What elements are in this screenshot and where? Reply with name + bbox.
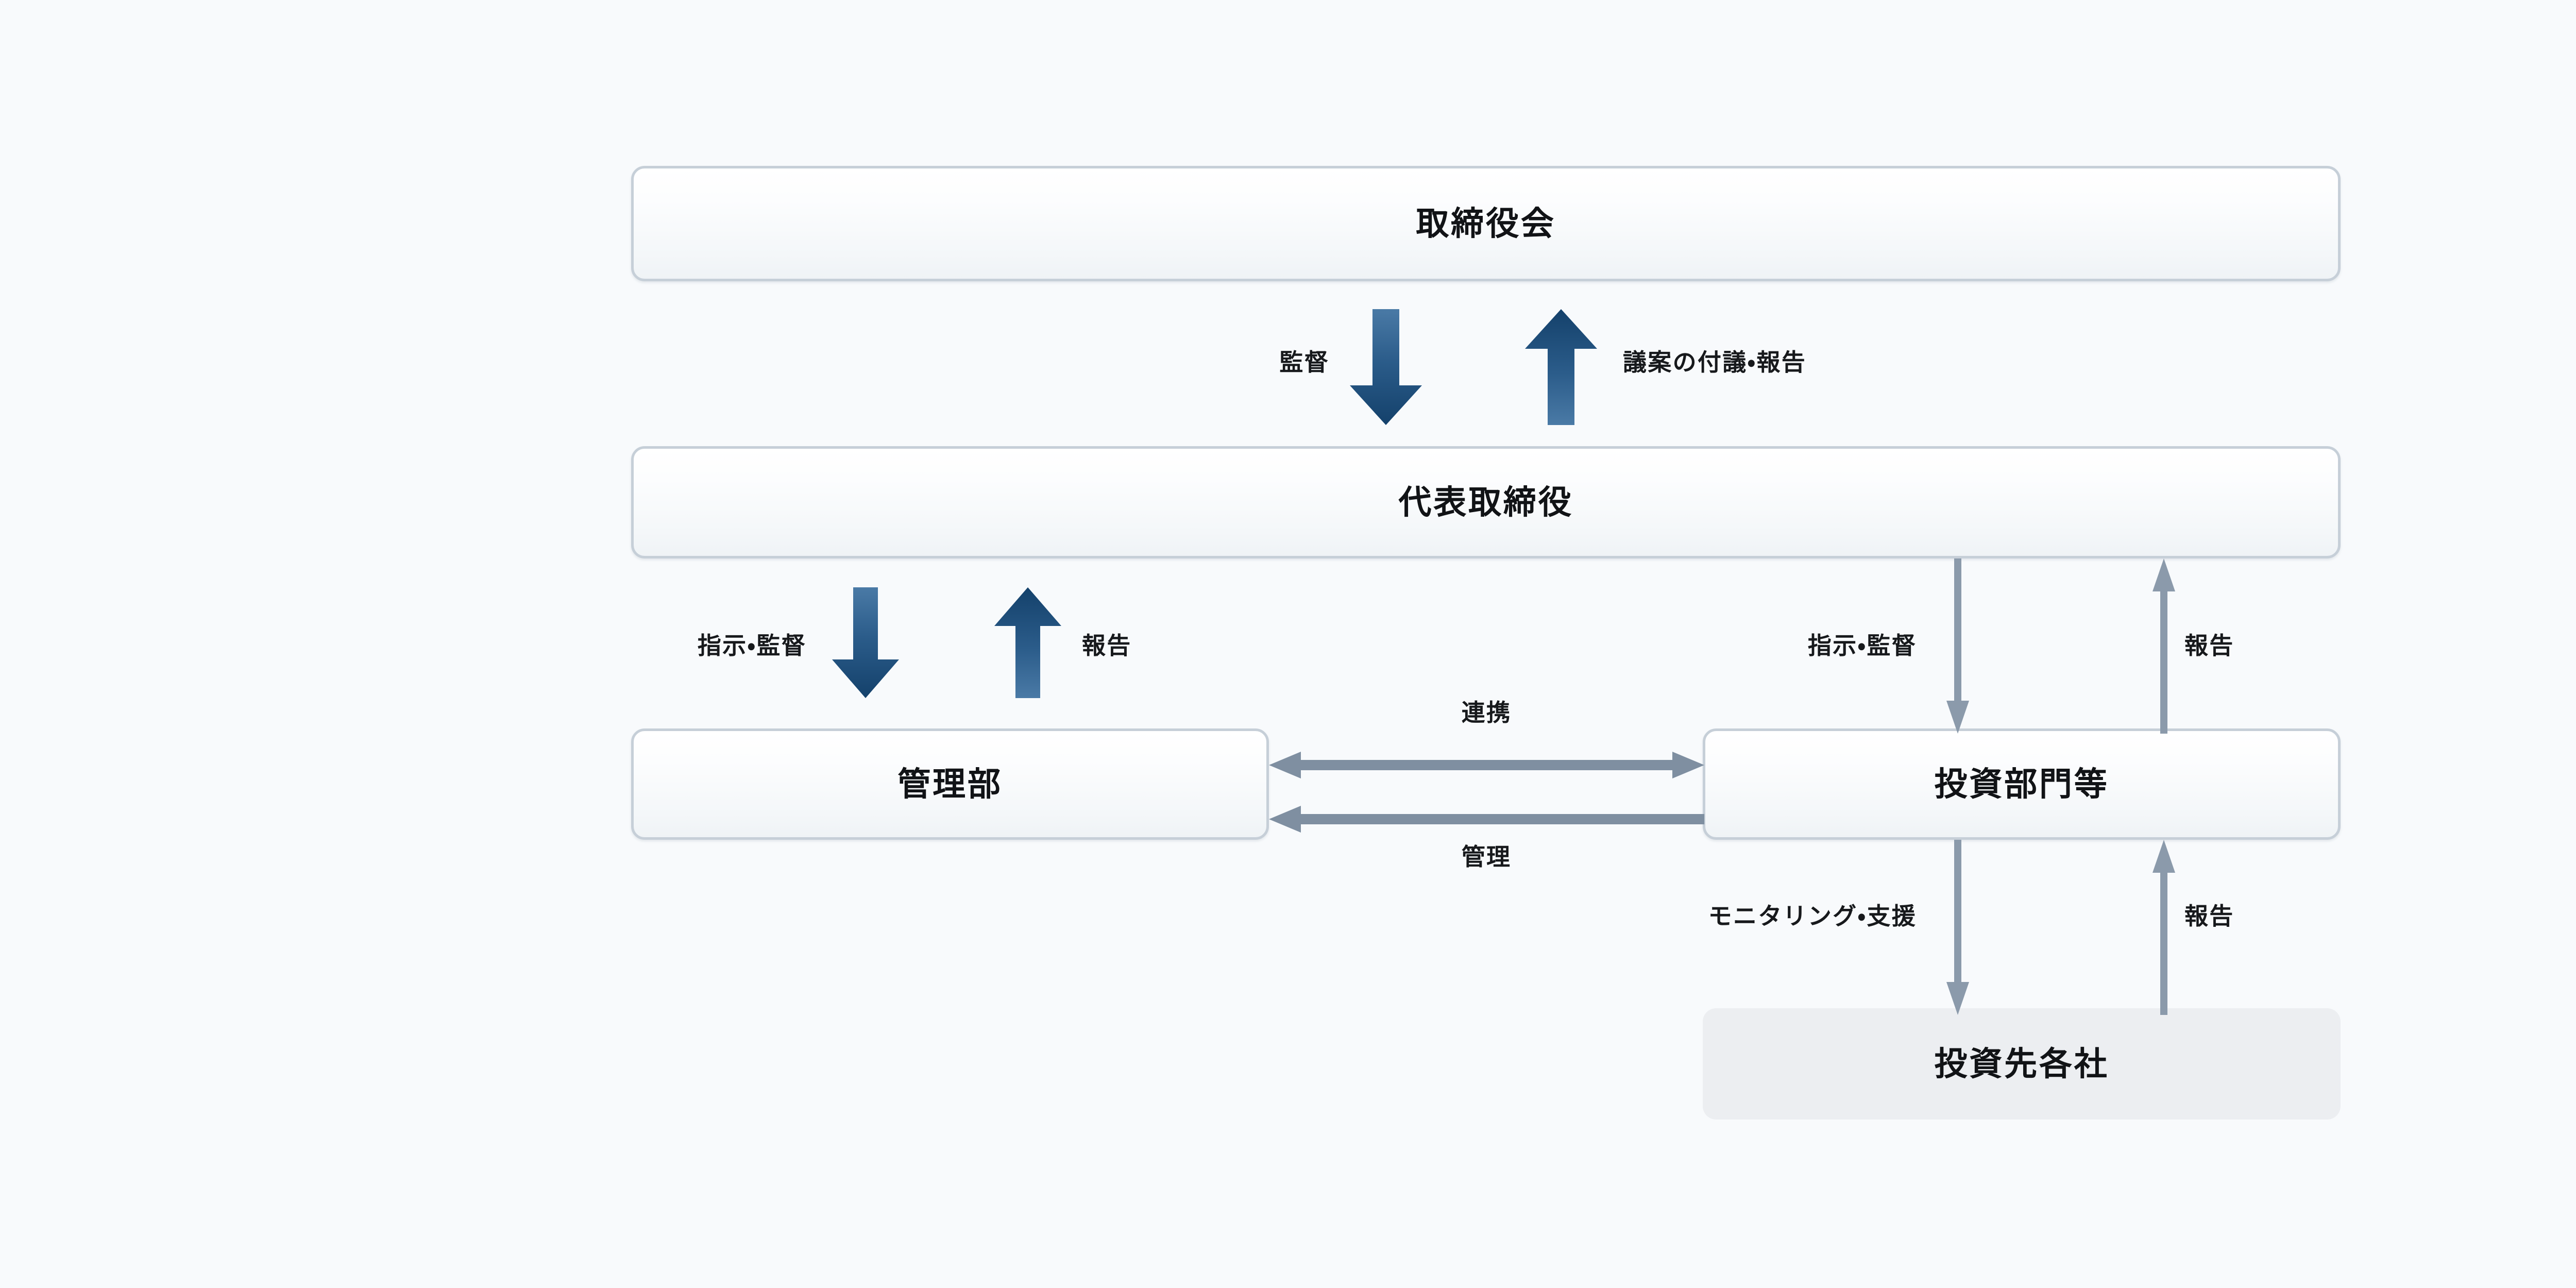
node-management-department: 管理部 — [631, 728, 1269, 840]
edge-label-agenda-report: 議案の付議・報告 — [1623, 349, 1807, 376]
arrow-left-investment-to-admin-icon — [1269, 806, 1704, 833]
arrow-down-investment-to-portfolio-icon — [1946, 840, 1969, 1015]
edge-label-coordination: 連携 — [1461, 699, 1512, 726]
edge-label-report-portfolio: 報告 — [2184, 903, 2234, 929]
node-board-of-directors-label: 取締役会 — [1416, 205, 1556, 242]
node-portfolio-companies-label: 投資先各社 — [1934, 1045, 2109, 1082]
edge-label-report-admin: 報告 — [1082, 632, 1132, 659]
node-management-department-label: 管理部 — [897, 765, 1003, 803]
node-representative-director-label: 代表取締役 — [1398, 483, 1573, 521]
arrow-up-portfolio-to-investment-icon — [2153, 840, 2175, 1015]
edge-label-management: 管理 — [1461, 843, 1512, 870]
arrow-down-ceo-to-admin-icon — [832, 587, 899, 698]
arrow-up-investment-to-ceo-icon — [2153, 558, 2175, 734]
arrow-down-board-to-ceo-icon — [1350, 309, 1422, 425]
arrow-bidirectional-admin-investment-icon — [1269, 752, 1704, 778]
arrow-up-admin-to-ceo-icon — [994, 587, 1061, 698]
node-representative-director: 代表取締役 — [631, 446, 2341, 558]
edge-label-monitoring-support: モニタリング・支援 — [1708, 903, 1917, 929]
arrow-down-ceo-to-investment-icon — [1946, 558, 1969, 734]
arrow-up-ceo-to-board-icon — [1525, 309, 1597, 425]
node-investment-division-label: 投資部門等 — [1934, 765, 2109, 803]
node-investment-division: 投資部門等 — [1703, 728, 2341, 840]
edge-label-supervision: 監督 — [1279, 349, 1329, 376]
edge-label-instruction-supervision-investment: 指示・監督 — [1807, 632, 1917, 659]
edge-label-report-investment: 報告 — [2184, 632, 2234, 659]
node-portfolio-companies: 投資先各社 — [1703, 1008, 2341, 1120]
node-board-of-directors: 取締役会 — [631, 166, 2341, 281]
edge-label-instruction-supervision-admin: 指示・監督 — [697, 632, 806, 659]
